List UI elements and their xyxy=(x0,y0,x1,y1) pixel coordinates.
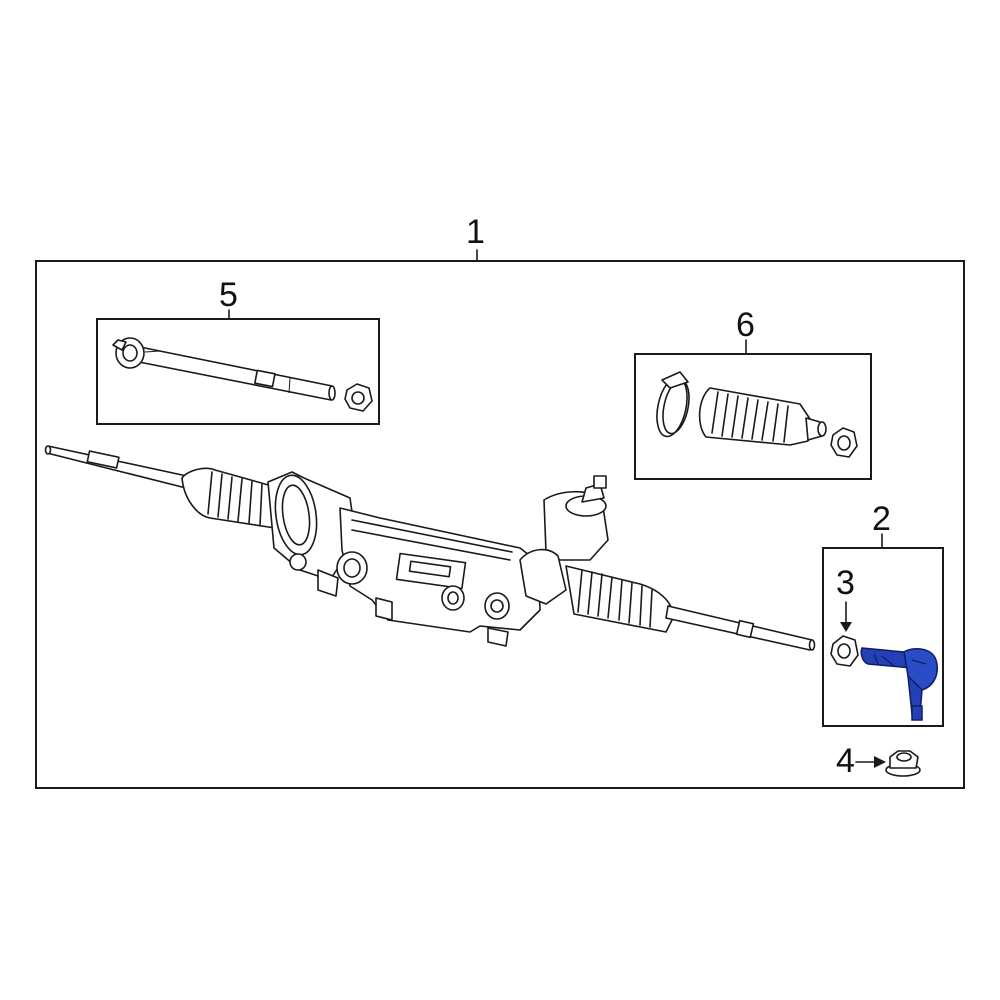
outer-tie-rod-end-part[interactable] xyxy=(860,647,938,721)
flange-nut-part[interactable] xyxy=(885,750,921,777)
boot-kit-box xyxy=(634,353,872,480)
callout-4-arrowhead xyxy=(874,756,886,768)
callout-3: 3 xyxy=(836,564,855,602)
tie-rod-end-box xyxy=(822,547,944,727)
steering-gear-assembly[interactable] xyxy=(44,445,816,651)
boot-nut-part[interactable] xyxy=(830,427,858,458)
castle-nut-part[interactable] xyxy=(830,635,859,667)
callout-4: 4 xyxy=(836,742,855,780)
callout-2: 2 xyxy=(872,500,891,538)
callout-3-arrowhead xyxy=(840,622,852,632)
inner-tie-rod-box xyxy=(96,318,380,425)
inner-tie-rod-part[interactable] xyxy=(112,337,336,401)
dust-boot-part[interactable] xyxy=(698,387,827,446)
callout-6: 6 xyxy=(736,306,755,344)
callout-1: 1 xyxy=(466,213,485,251)
jam-nut-part[interactable] xyxy=(344,383,373,412)
callout-5: 5 xyxy=(219,276,238,314)
boot-clamp-part[interactable] xyxy=(652,371,693,439)
assembly-frame xyxy=(35,260,965,789)
